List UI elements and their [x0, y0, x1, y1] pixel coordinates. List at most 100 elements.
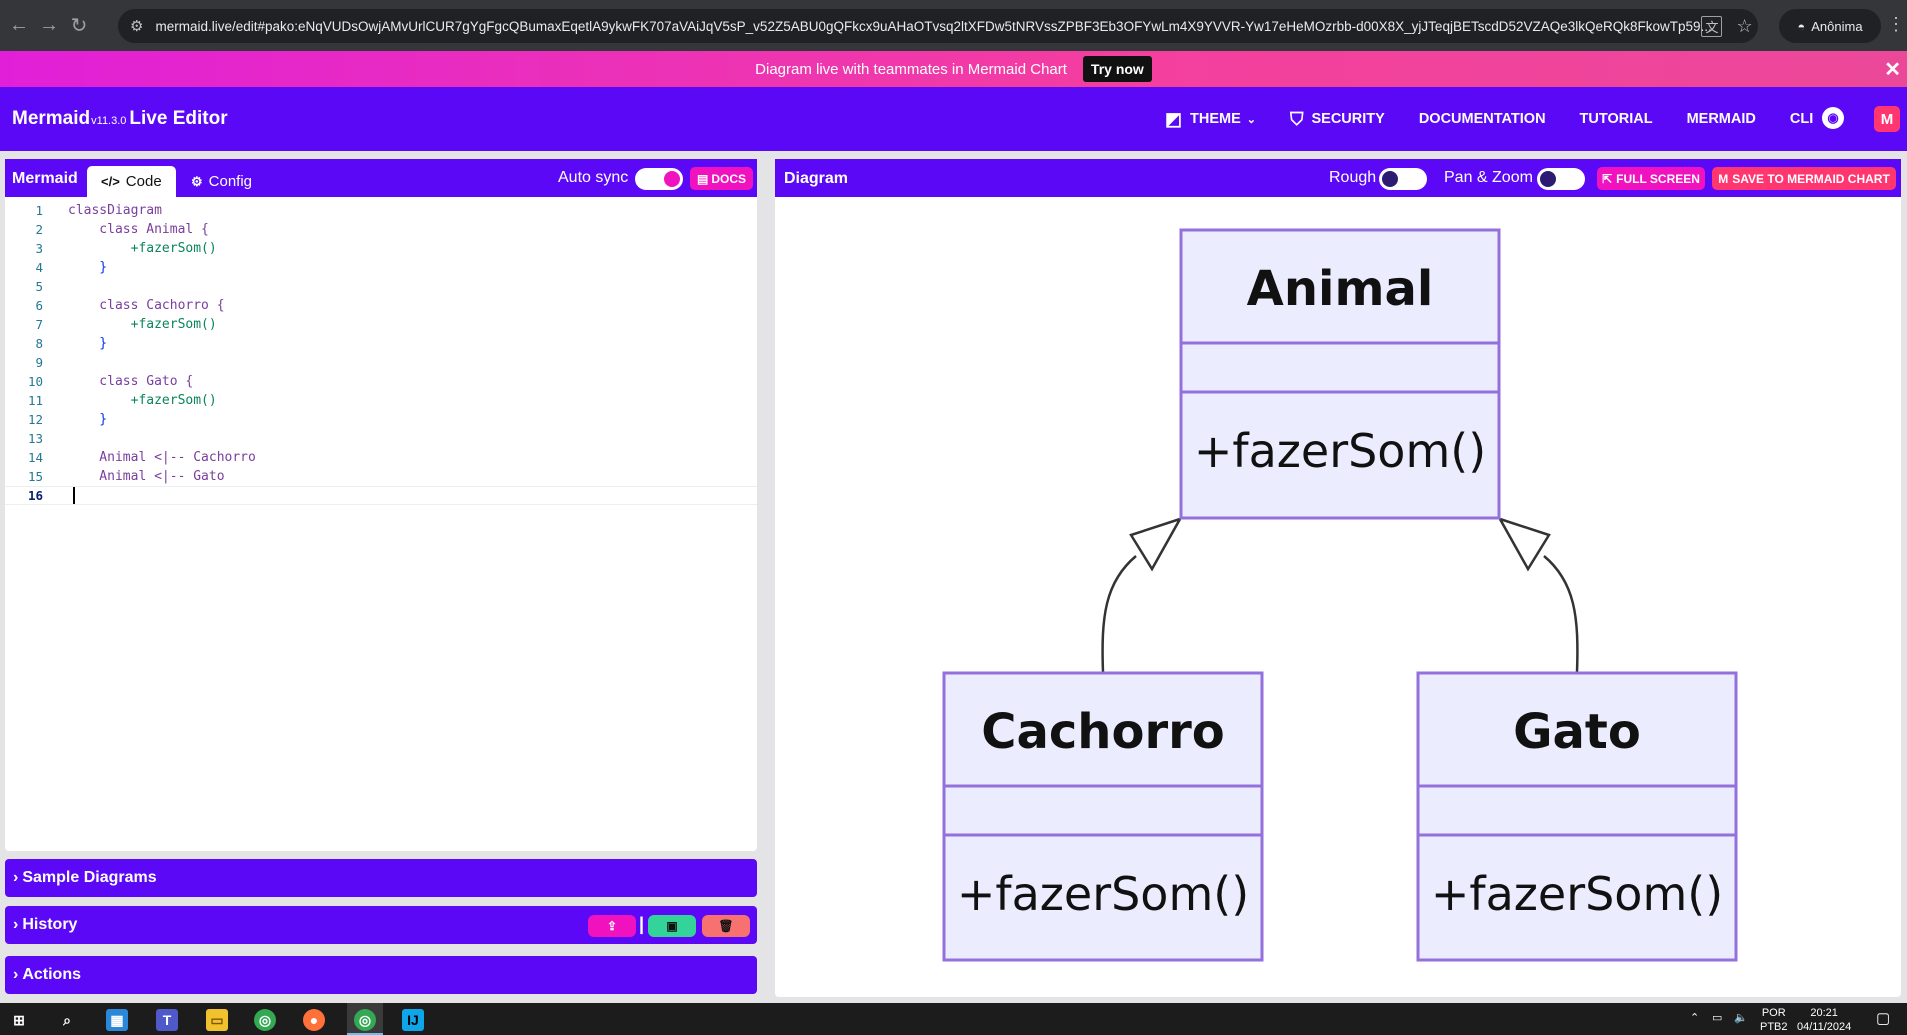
history-section[interactable]: › History ⇪ | ▣ 🗑	[5, 906, 757, 944]
nav-theme[interactable]: ◩ THEME ⌄	[1165, 109, 1256, 130]
bookmark-star-icon[interactable]: ☆	[1736, 15, 1753, 36]
class-node-gato[interactable]: Gato +fazerSom()	[1416, 671, 1738, 962]
notifications-icon[interactable]: ▢	[1876, 1010, 1891, 1027]
sample-diagrams-label: Sample Diagrams	[22, 869, 157, 886]
nav-mermaid[interactable]: MERMAID	[1686, 111, 1756, 127]
line-number: 10	[27, 374, 43, 389]
auto-sync-toggle[interactable]	[635, 168, 683, 190]
nav-security-label: SECURITY	[1311, 111, 1385, 127]
mermaid-chart-logo-icon[interactable]: M	[1874, 106, 1900, 132]
language-indicator[interactable]: POR PTB2	[1760, 1006, 1788, 1034]
class-diagram[interactable]: Animal +fazerSom() Cachorro +fazerSom() …	[775, 197, 1901, 997]
line-number: 6	[35, 298, 43, 313]
code-text: class Cachorro {	[68, 298, 225, 313]
rough-toggle[interactable]	[1379, 168, 1427, 190]
promo-text: Diagram live with teammates in Mermaid C…	[755, 60, 1067, 78]
upload-history-button[interactable]: ⇪	[588, 915, 636, 937]
file-explorer-icon[interactable]: ▭	[206, 1009, 228, 1031]
class-name-animal: Animal	[1247, 261, 1434, 317]
close-banner-icon[interactable]: ✕	[1884, 59, 1901, 81]
line-number: 4	[35, 260, 43, 275]
speaker-muted-icon[interactable]: 🔈	[1734, 1012, 1748, 1024]
intellij-icon[interactable]: IJ	[402, 1009, 424, 1031]
try-now-button[interactable]: Try now	[1082, 56, 1152, 82]
tab-code[interactable]: </> Code	[87, 166, 176, 197]
code-text: Animal <|-- Gato	[68, 469, 225, 484]
pan-zoom-toggle[interactable]	[1537, 168, 1585, 190]
teams-icon[interactable]: T	[156, 1009, 178, 1031]
save-history-button[interactable]: ▣	[648, 915, 696, 937]
store-icon[interactable]: ▦	[106, 1009, 128, 1031]
url-text[interactable]: mermaid.live/edit#pako:eNqVUDsOwjAMvUrlC…	[155, 18, 1712, 34]
theme-icon: ◩	[1165, 108, 1183, 129]
code-line[interactable]: 9	[5, 353, 757, 372]
code-line[interactable]: 13	[5, 429, 757, 448]
code-line[interactable]: 2 class Animal {	[5, 220, 757, 239]
firefox-icon[interactable]: ●	[303, 1009, 325, 1031]
docs-button[interactable]: ▤ DOCS	[690, 167, 753, 190]
code-text: class Animal {	[68, 222, 209, 237]
code-line[interactable]: 15 Animal <|-- Gato	[5, 467, 757, 486]
code-line[interactable]: 11 +fazerSom()	[5, 391, 757, 410]
address-bar[interactable]: ⚙ mermaid.live/edit#pako:eNqVUDsOwjAMvUr…	[118, 9, 1758, 43]
inheritance-arrowhead	[1497, 516, 1551, 572]
nav-tutorial[interactable]: TUTORIAL	[1579, 111, 1653, 127]
back-icon[interactable]: ←	[9, 14, 29, 36]
sample-diagrams-section[interactable]: › Sample Diagrams	[5, 859, 757, 897]
code-text: Animal <|-- Cachorro	[68, 450, 256, 465]
app-header: Mermaid v11.3.0 Live Editor ◩ THEME ⌄ ⛉ …	[0, 87, 1907, 151]
search-icon[interactable]: ⌕	[63, 1011, 71, 1028]
code-line[interactable]: 8 }	[5, 334, 757, 353]
incognito-profile-button[interactable]: ◓ Anônima	[1779, 9, 1881, 43]
clock-time: 20:21	[1810, 1007, 1838, 1019]
delete-history-button[interactable]: 🗑	[702, 915, 750, 937]
forward-icon[interactable]: →	[39, 14, 59, 36]
clock[interactable]: 20:21 04/11/2024	[1797, 1006, 1851, 1034]
tray-chevron-up-icon[interactable]: ⌃	[1690, 1012, 1700, 1024]
code-text: class Gato {	[68, 374, 194, 389]
class-node-animal[interactable]: Animal +fazerSom()	[1179, 228, 1501, 520]
promo-banner: Diagram live with teammates in Mermaid C…	[0, 51, 1907, 87]
site-settings-icon[interactable]: ⚙	[130, 18, 144, 35]
actions-section[interactable]: › Actions	[5, 956, 757, 994]
class-member-animal: +fazerSom()	[1194, 424, 1486, 478]
code-text: +fazerSom()	[68, 241, 217, 256]
code-line[interactable]: 10 class Gato {	[5, 372, 757, 391]
code-line[interactable]: 14 Animal <|-- Cachorro	[5, 448, 757, 467]
brand-logo[interactable]: Mermaid v11.3.0 Live Editor	[12, 108, 228, 130]
code-line[interactable]: 12 }	[5, 410, 757, 429]
save-to-mermaid-chart-button[interactable]: M SAVE TO MERMAID CHART	[1712, 167, 1896, 190]
auto-sync-label: Auto sync	[558, 169, 629, 186]
upload-icon: ⇪	[606, 919, 618, 933]
line-number: 2	[35, 222, 43, 237]
chrome-active-icon[interactable]: ◎	[354, 1009, 376, 1031]
brand-suffix: Live Editor	[129, 108, 228, 129]
save-icon: ▣	[666, 919, 678, 933]
translate-icon[interactable]: 文	[1701, 15, 1723, 37]
reload-icon[interactable]: ↻	[70, 15, 88, 37]
tab-config[interactable]: ⚙ Config	[177, 166, 266, 197]
code-line[interactable]: 7 +fazerSom()	[5, 315, 757, 334]
trash-icon: 🗑	[718, 919, 734, 933]
code-line[interactable]: 3 +fazerSom()	[5, 239, 757, 258]
class-node-cachorro[interactable]: Cachorro +fazerSom()	[942, 671, 1264, 962]
code-line[interactable]: 6 class Cachorro {	[5, 296, 757, 315]
full-screen-button[interactable]: ⇱ FULL SCREEN	[1597, 167, 1705, 190]
nav-documentation[interactable]: DOCUMENTATION	[1418, 111, 1546, 127]
network-icon[interactable]: ▭	[1712, 1012, 1723, 1024]
windows-start-icon[interactable]: ⊞	[13, 1011, 25, 1028]
code-line[interactable]: 16	[5, 486, 757, 505]
code-line[interactable]: 5	[5, 277, 757, 296]
nav-cli[interactable]: CLI	[1789, 111, 1814, 127]
nav-security[interactable]: ⛉ SECURITY	[1290, 109, 1385, 130]
code-text: }	[68, 260, 108, 275]
edge-cachorro-animal	[1101, 516, 1183, 673]
line-number: 1	[35, 203, 43, 218]
browser-menu-icon[interactable]: ⋮	[1887, 14, 1905, 34]
code-line[interactable]: 4 }	[5, 258, 757, 277]
chrome-icon[interactable]: ◎	[254, 1009, 276, 1031]
github-icon[interactable]: ◉	[1822, 107, 1844, 129]
line-number: 14	[27, 450, 43, 465]
